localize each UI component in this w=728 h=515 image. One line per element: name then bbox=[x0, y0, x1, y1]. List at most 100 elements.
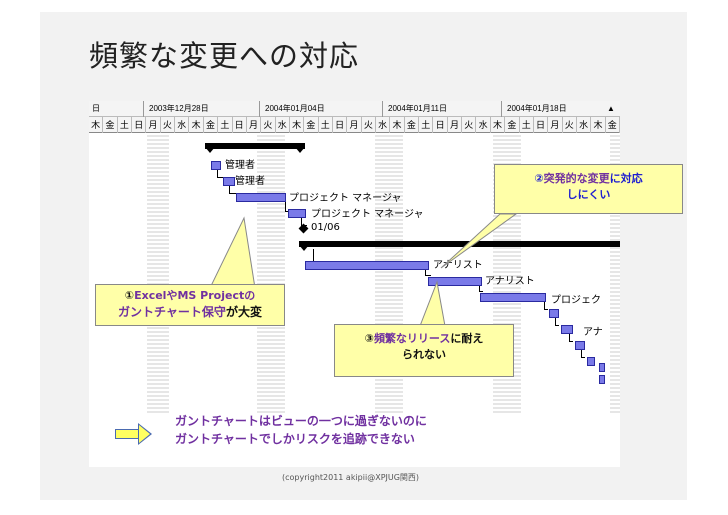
task-bar[interactable] bbox=[223, 177, 235, 186]
summary-line-2: ガントチャートでしかリスクを追跡できない bbox=[175, 432, 415, 446]
week-label: 2004年01月11日 bbox=[388, 104, 447, 113]
day-cell: 月 bbox=[548, 117, 563, 133]
callout-pointer-3 bbox=[419, 280, 446, 327]
summary-bar bbox=[299, 241, 620, 247]
dependency-line bbox=[555, 318, 559, 326]
task-label: 管理者 bbox=[235, 176, 265, 187]
callout-gantt-maintenance: ①ExcelやMS Projectの ガントチャート保守が大変 bbox=[95, 284, 285, 326]
day-cell: 水 bbox=[577, 117, 592, 133]
week-separator bbox=[259, 101, 260, 117]
day-cell: 金 bbox=[103, 117, 118, 133]
day-cell: 金 bbox=[505, 117, 520, 133]
dependency-line bbox=[569, 334, 573, 342]
day-cell: 火 bbox=[563, 117, 577, 133]
summary-bar-end bbox=[295, 147, 305, 153]
summary-line-1: ガントチャートはビューの一つに過ぎないのに bbox=[175, 414, 427, 428]
day-cell: 木 bbox=[390, 117, 405, 133]
day-cell: 木 bbox=[491, 117, 506, 133]
scroll-up-arrow[interactable]: ▲ bbox=[607, 104, 615, 113]
day-cell: 水 bbox=[276, 117, 290, 133]
callout-text: ガントチャート保守 bbox=[118, 305, 226, 319]
callout-text: られない bbox=[402, 348, 446, 361]
day-cell: 木 bbox=[290, 117, 305, 133]
day-cell: 金 bbox=[304, 117, 319, 133]
day-cell: 火 bbox=[362, 117, 377, 133]
day-cell: 火 bbox=[161, 117, 176, 133]
gantt-week-header: 日 2003年12月28日 2004年01月04日 2004年01月11日 20… bbox=[89, 101, 620, 117]
callout-pointer-1 bbox=[209, 216, 256, 289]
weekend-shading bbox=[610, 133, 620, 413]
task-bar[interactable] bbox=[211, 161, 221, 170]
day-cell: 水 bbox=[376, 117, 391, 133]
day-cell: 木 bbox=[89, 117, 104, 133]
task-label: プロジェクト マネージャ bbox=[289, 193, 402, 204]
gantt-day-header: 木金土日月火水木金土日月火水木金土日月火水木金土日月火水木金土日月火水木金 bbox=[89, 117, 620, 133]
copyright-footnote: (copyright2011 akipii@XPJUG関西) bbox=[282, 473, 420, 482]
day-cell: 火 bbox=[261, 117, 276, 133]
callout-frequent-release: ③頻繁なリリースに耐え られない bbox=[334, 324, 514, 377]
day-cell: 月 bbox=[448, 117, 463, 133]
weekend-shading bbox=[257, 133, 285, 413]
task-bar[interactable] bbox=[575, 341, 585, 350]
dependency-line bbox=[544, 302, 548, 310]
day-cell: 日 bbox=[433, 117, 448, 133]
task-bar[interactable] bbox=[305, 261, 429, 270]
task-label: プロジェク bbox=[551, 295, 601, 306]
day-cell: 土 bbox=[319, 117, 333, 133]
week-separator bbox=[382, 101, 383, 117]
day-cell: 火 bbox=[462, 117, 477, 133]
callout-number: ② bbox=[534, 172, 544, 185]
task-bar[interactable] bbox=[549, 309, 559, 318]
summary-bar bbox=[205, 143, 305, 149]
dependency-line bbox=[425, 270, 431, 276]
callout-text: MS Projectの bbox=[177, 289, 256, 302]
dependency-line bbox=[229, 186, 237, 194]
task-bar[interactable] bbox=[599, 363, 605, 372]
dependency-line bbox=[217, 170, 227, 178]
callout-text: Excelや bbox=[134, 289, 178, 302]
arrow-right-icon bbox=[115, 429, 139, 439]
day-cell: 月 bbox=[347, 117, 362, 133]
task-label: アナリスト bbox=[433, 260, 483, 271]
dependency-line bbox=[479, 286, 483, 292]
callout-text: 頻繁なリリース bbox=[373, 332, 451, 345]
callout-number: ① bbox=[124, 289, 135, 302]
day-cell: 土 bbox=[419, 117, 434, 133]
week-label: 2003年12月28日 bbox=[149, 104, 209, 113]
week-label: 2004年01月04日 bbox=[265, 104, 325, 113]
day-cell: 土 bbox=[218, 117, 233, 133]
day-cell: 木 bbox=[189, 117, 204, 133]
callout-text: しにくい bbox=[566, 188, 611, 201]
day-cell: 日 bbox=[132, 117, 147, 133]
task-label: アナリスト bbox=[485, 276, 535, 287]
task-bar[interactable] bbox=[236, 193, 286, 202]
task-bar[interactable] bbox=[428, 277, 482, 286]
callout-text: に耐え bbox=[450, 332, 484, 345]
summary-bar-end bbox=[299, 245, 309, 251]
day-cell: 月 bbox=[146, 117, 161, 133]
task-bar[interactable] bbox=[561, 325, 573, 334]
task-bar[interactable] bbox=[480, 293, 546, 302]
day-cell: 土 bbox=[118, 117, 133, 133]
day-cell: 日 bbox=[233, 117, 247, 133]
day-cell: 木 bbox=[591, 117, 606, 133]
day-cell: 土 bbox=[520, 117, 534, 133]
task-bar[interactable] bbox=[599, 375, 605, 384]
callout-sudden-change: ②突発的な変更に対応 しにくい bbox=[494, 164, 683, 214]
task-bar[interactable] bbox=[587, 357, 595, 366]
week-separator bbox=[143, 101, 144, 117]
milestone-label: 01/06 bbox=[311, 222, 340, 233]
dependency-line bbox=[581, 350, 585, 358]
callout-pointer-2 bbox=[440, 213, 518, 269]
day-cell: 金 bbox=[606, 117, 620, 133]
arrow-head-fill bbox=[139, 425, 150, 443]
task-label: アナ bbox=[583, 327, 603, 338]
header-left-label: 日 bbox=[92, 104, 100, 113]
callout-number: ③ bbox=[364, 332, 374, 345]
weekend-shading bbox=[147, 133, 169, 413]
day-cell: 金 bbox=[204, 117, 219, 133]
task-bar[interactable] bbox=[288, 209, 306, 218]
dependency-line bbox=[313, 249, 314, 261]
slide-title: 頻繁な変更への対応 bbox=[89, 39, 360, 73]
